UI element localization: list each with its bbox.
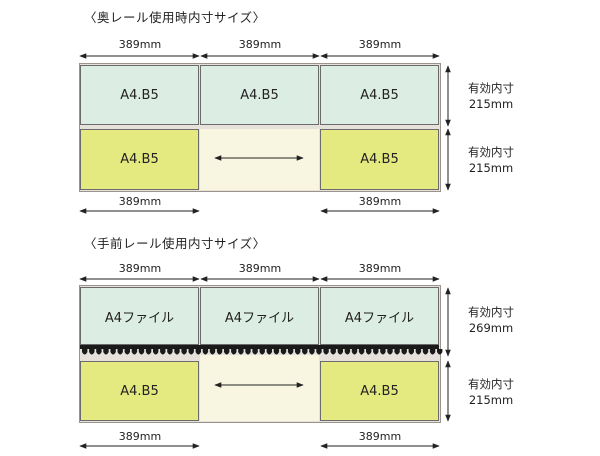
file-tab <box>124 349 130 355</box>
rear-top-panel-2: A4.B5 <box>200 65 319 125</box>
front-side-top-value: 269mm <box>468 321 514 335</box>
file-tab <box>366 349 372 355</box>
file-tab <box>89 349 95 355</box>
front-bottom-dim-2: 389mm <box>358 430 402 443</box>
file-tab <box>316 349 322 355</box>
file-tab <box>280 349 287 355</box>
file-tab <box>82 349 88 355</box>
file-tab <box>195 349 201 355</box>
file-tab <box>387 349 393 355</box>
file-tab <box>380 349 386 355</box>
file-tab <box>231 349 237 355</box>
front-top-dim-1: 389mm <box>118 262 162 275</box>
file-tab <box>96 349 102 355</box>
file-tab <box>287 349 294 355</box>
file-tab <box>188 349 194 355</box>
file-tab <box>422 349 429 355</box>
rear-side-top-label: 有効内寸 <box>468 81 514 95</box>
front-side-bottom-label: 有効内寸 <box>468 377 514 391</box>
file-tab <box>330 349 336 355</box>
front-section-title: 〈手前レール使用内寸サイズ〉 <box>84 236 266 251</box>
hanging-file-tabs <box>80 345 443 355</box>
front-bottom-panel-right: A4.B5 <box>320 361 439 421</box>
file-tab <box>309 349 315 355</box>
front-bottom-panel-left-label: A4.B5 <box>120 383 159 399</box>
file-tab <box>252 349 258 355</box>
rear-side-bottom: 有効内寸 215mm <box>454 144 528 176</box>
rear-bottom-panel-left: A4.B5 <box>80 129 199 190</box>
rear-side-top: 有効内寸 215mm <box>454 80 528 112</box>
file-tab <box>295 349 301 355</box>
file-tab <box>131 349 138 355</box>
file-tab <box>160 349 166 355</box>
file-tab <box>358 349 365 355</box>
rear-top-panel-3: A4.B5 <box>320 65 439 125</box>
file-tab <box>437 349 443 355</box>
front-top-panel-2-label: A4ファイル <box>224 310 295 326</box>
rear-top-panel-1: A4.B5 <box>80 65 199 125</box>
rear-top-panel-3-label: A4.B5 <box>360 87 399 103</box>
rear-side-bottom-label: 有効内寸 <box>468 145 514 159</box>
front-slide-space <box>200 355 319 421</box>
front-top-panel-1-label: A4ファイル <box>104 310 175 326</box>
file-tab <box>401 349 407 355</box>
front-side-top-label: 有効内寸 <box>468 305 514 319</box>
file-tab <box>174 349 180 355</box>
file-tab <box>408 349 414 355</box>
file-tab <box>415 349 422 355</box>
front-bottom-panel-right-label: A4.B5 <box>360 383 399 399</box>
rear-top-panel-1-label: A4.B5 <box>120 87 159 103</box>
rear-bottom-dim-2: 389mm <box>358 195 402 208</box>
rear-top-dim-2: 389mm <box>238 38 282 51</box>
rear-top-dim-1: 389mm <box>118 38 162 51</box>
file-tab <box>110 349 116 355</box>
rear-section-title: 〈奥レール使用時内寸サイズ〉 <box>84 10 266 25</box>
file-tab-bar <box>80 345 439 349</box>
file-tab <box>266 349 272 355</box>
rear-side-top-value: 215mm <box>468 97 514 111</box>
file-tab <box>103 349 109 355</box>
file-tab <box>351 349 358 355</box>
file-tab <box>337 349 343 355</box>
rear-bottom-panel-right: A4.B5 <box>320 129 439 190</box>
front-bottom-panel-left: A4.B5 <box>80 361 199 421</box>
rear-top-dim-3: 389mm <box>358 38 402 51</box>
front-side-bottom-value: 215mm <box>468 393 514 407</box>
file-tab <box>323 349 329 355</box>
file-tab <box>145 349 152 355</box>
front-top-dim-2: 389mm <box>238 262 282 275</box>
front-bottom-dim-1: 389mm <box>118 430 162 443</box>
file-tab <box>373 349 379 355</box>
front-side-top: 有効内寸 269mm <box>454 304 528 336</box>
front-side-bottom: 有効内寸 215mm <box>454 376 528 408</box>
front-top-panel-2: A4ファイル <box>200 287 319 345</box>
file-tab <box>302 349 308 355</box>
file-tab <box>209 349 216 355</box>
file-tab <box>216 349 223 355</box>
file-tab <box>394 349 400 355</box>
file-tab <box>245 349 251 355</box>
rear-side-bottom-value: 215mm <box>468 161 514 175</box>
front-top-panel-1: A4ファイル <box>80 287 199 345</box>
front-top-panel-3: A4ファイル <box>320 287 439 345</box>
file-tab <box>224 349 230 355</box>
file-tab <box>117 349 123 355</box>
file-tab <box>202 349 209 355</box>
file-tab <box>181 349 187 355</box>
front-top-dim-3: 389mm <box>358 262 402 275</box>
file-tab <box>153 349 159 355</box>
rear-bottom-panel-left-label: A4.B5 <box>120 152 159 167</box>
file-tab <box>259 349 265 355</box>
file-tab <box>167 349 173 355</box>
file-tab <box>238 349 244 355</box>
file-tab <box>138 349 145 355</box>
file-tab <box>429 349 436 355</box>
file-tab <box>344 349 351 355</box>
rear-bottom-dim-1: 389mm <box>118 195 162 208</box>
front-top-panel-3-label: A4ファイル <box>344 310 415 326</box>
rear-bottom-panel-right-label: A4.B5 <box>360 152 399 167</box>
file-tab <box>273 349 280 355</box>
rear-top-panel-2-label: A4.B5 <box>240 87 279 103</box>
